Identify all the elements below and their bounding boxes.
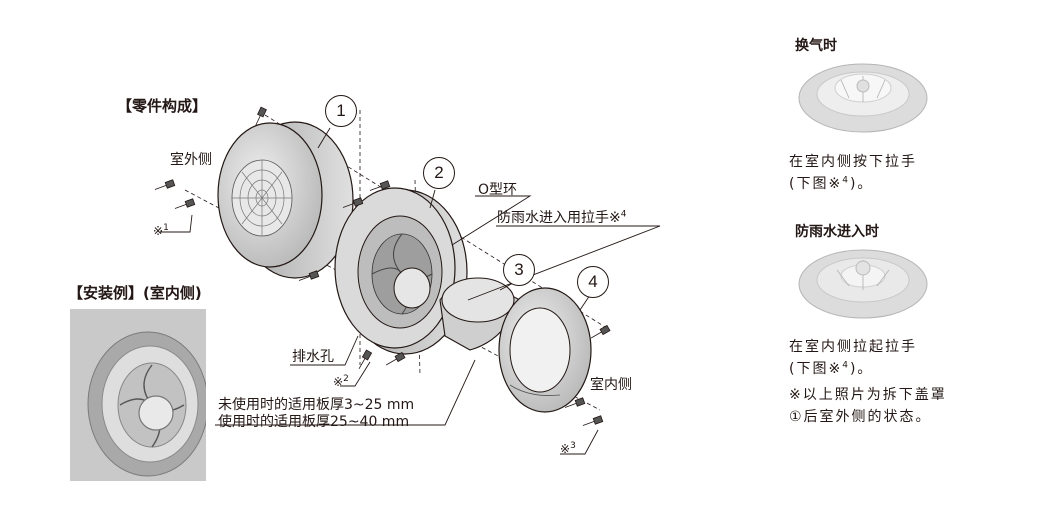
thickness-unused-label: 未使用时的适用板厚3~25 mm — [218, 397, 415, 413]
note-mark-3: ※3 — [560, 441, 576, 457]
parts-title: 【零件构成】 — [117, 97, 208, 115]
note-mark-2: ※2 — [333, 374, 349, 390]
part-2-main-body — [334, 187, 468, 355]
photo-note: ※以上照片为拆下盖罩①后室外侧的状态。 — [789, 387, 947, 425]
rain-photo — [798, 249, 928, 319]
outdoor-side-label: 室外侧 — [170, 152, 212, 168]
ventilation-desc: 在室内侧按下拉手 (下图※4)。 — [789, 154, 917, 192]
note-mark-1: ※1 — [153, 223, 169, 239]
rain-handle-label: 防雨水进入用拉手※4 — [497, 209, 627, 226]
install-example-title: 【安装例】(室内侧) — [68, 284, 202, 302]
part-1-outdoor-cover — [217, 121, 354, 279]
ventilation-title: 换气时 — [795, 38, 837, 54]
part-number-1: 1 — [325, 95, 357, 127]
install-example-photo — [70, 309, 206, 481]
part-number-4: 4 — [577, 266, 609, 298]
thickness-used-label: 使用时的适用板厚25~40 mm — [218, 414, 410, 430]
part-number-3: 3 — [503, 254, 535, 286]
rain-desc: 在室内侧拉起拉手 (下图※4)。 — [789, 339, 917, 377]
part-number-2: 2 — [423, 157, 455, 189]
screws — [154, 106, 611, 426]
indoor-side-label: 室内侧 — [590, 377, 632, 393]
drain-hole-label: 排水孔 — [292, 349, 334, 365]
rain-title: 防雨水进入时 — [795, 224, 879, 240]
o-ring-label: O型环 — [478, 182, 518, 198]
ventilation-photo — [798, 63, 928, 133]
part-4-indoor-cap — [498, 287, 592, 413]
